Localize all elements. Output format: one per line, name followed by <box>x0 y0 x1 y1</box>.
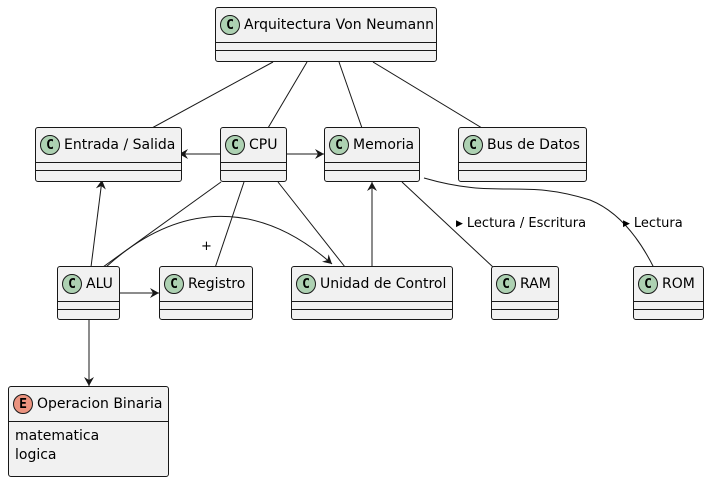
class-badge-icon: C <box>329 135 349 155</box>
enum-values: matematica logica <box>9 421 168 467</box>
edge-memoria-rom <box>423 177 655 269</box>
edge-arquitectura-memoria <box>338 61 363 129</box>
class-memoria[interactable]: C Memoria <box>324 127 420 182</box>
direction-triangle-icon: ▶ <box>456 219 463 229</box>
class-divider <box>36 162 181 170</box>
class-alu[interactable]: C ALU <box>57 266 120 320</box>
class-divider <box>160 309 252 317</box>
class-arquitectura-von-neumann[interactable]: C Arquitectura Von Neumann <box>215 7 437 62</box>
relation-label-lectura-escritura: ▶Lectura / Escritura <box>456 216 587 231</box>
class-divider <box>325 162 419 170</box>
enum-value-matematica: matematica <box>15 428 100 444</box>
enum-badge-icon: E <box>13 394 33 414</box>
class-divider <box>634 301 703 309</box>
class-badge-icon: C <box>225 135 245 155</box>
multiplicity-plus-label: + <box>201 239 212 254</box>
class-divider <box>292 301 452 309</box>
class-badge-icon: C <box>496 274 516 294</box>
class-badge-icon: C <box>40 135 60 155</box>
class-name: ROM <box>662 276 695 292</box>
edge-cpu-unidad <box>277 181 346 268</box>
edge-memoria-ram <box>401 181 495 269</box>
class-name: CPU <box>249 137 278 153</box>
class-divider <box>492 309 558 317</box>
class-cpu[interactable]: C CPU <box>220 127 287 182</box>
class-ram[interactable]: C RAM <box>491 266 559 320</box>
class-divider <box>492 301 558 309</box>
class-rom[interactable]: C ROM <box>633 266 704 320</box>
class-divider <box>325 170 419 178</box>
class-divider <box>221 162 286 170</box>
class-divider <box>36 170 181 178</box>
class-badge-icon: C <box>638 274 658 294</box>
class-badge-icon: C <box>62 274 82 294</box>
class-name: Unidad de Control <box>320 276 447 292</box>
enum-name: Operacion Binaria <box>37 396 163 412</box>
edge-alu-unidad <box>105 215 333 268</box>
class-name: Memoria <box>353 137 415 153</box>
class-divider <box>160 301 252 309</box>
class-divider <box>459 162 586 170</box>
class-name: Entrada / Salida <box>64 137 176 153</box>
class-registro[interactable]: C Registro <box>159 266 253 320</box>
class-entrada-salida[interactable]: C Entrada / Salida <box>35 127 182 182</box>
edge-arquitectura-bus <box>372 61 483 129</box>
class-divider <box>459 170 586 178</box>
class-badge-icon: C <box>220 15 240 35</box>
class-divider <box>221 170 286 178</box>
edge-arquitectura-cpu <box>267 61 308 129</box>
class-divider <box>634 309 703 317</box>
enum-value-logica: logica <box>15 447 57 463</box>
class-divider <box>216 50 436 58</box>
relation-label-lectura: ▶Lectura <box>623 216 683 231</box>
class-badge-icon: C <box>164 274 184 294</box>
edge-arquitectura-io <box>151 61 274 129</box>
class-divider <box>216 42 436 50</box>
edge-cpu-registro <box>214 181 245 269</box>
class-bus-de-datos[interactable]: C Bus de Datos <box>458 127 587 182</box>
edge-alu-io <box>90 179 106 268</box>
class-name: Registro <box>188 276 246 292</box>
enum-operacion-binaria[interactable]: E Operacion Binaria matematica logica <box>8 386 169 477</box>
class-unidad-de-control[interactable]: C Unidad de Control <box>291 266 453 320</box>
direction-triangle-icon: ▶ <box>623 219 630 229</box>
class-badge-icon: C <box>296 274 316 294</box>
class-badge-icon: C <box>463 135 483 155</box>
class-name: Arquitectura Von Neumann <box>244 17 434 33</box>
class-name: Bus de Datos <box>487 137 580 153</box>
class-name: ALU <box>86 276 113 292</box>
class-divider <box>58 309 119 317</box>
class-divider <box>292 309 452 317</box>
class-name: RAM <box>520 276 551 292</box>
class-divider <box>58 301 119 309</box>
